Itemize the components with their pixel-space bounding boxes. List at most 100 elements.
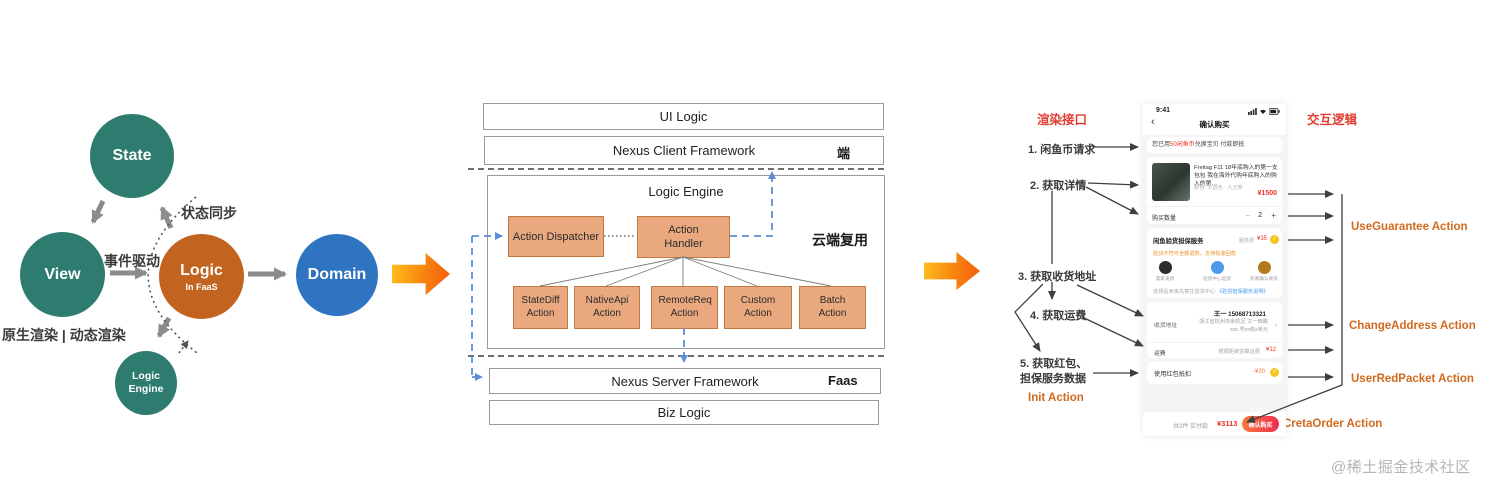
address-card[interactable]: 王一 15068713321 收货地址 浙江省杭州市余杭区 文一西路xxx 号x…	[1147, 302, 1282, 358]
signal-icon	[1248, 108, 1257, 115]
status-time: 9:41	[1156, 107, 1171, 114]
quantity-value: 2	[1258, 212, 1262, 219]
quantity-plus-button[interactable]: +	[1271, 211, 1276, 220]
render-interface-title: 渲染接口	[1037, 113, 1088, 127]
page-title: 确认购买	[1199, 120, 1230, 129]
step-3-get-address: 3. 获取收货地址	[1018, 271, 1097, 283]
wifi-icon	[1260, 109, 1266, 114]
logic-engine-title: Logic Engine	[648, 184, 724, 199]
logic-node: Logic In FaaS	[159, 234, 244, 319]
total-count-label: 共2件 实付款	[1173, 424, 1209, 430]
flow-arrow-left-to-middle	[392, 253, 450, 295]
arrow-logic-to-engine	[156, 316, 172, 338]
product-card: Freitag F11 18年底购入的第一支包包 我在海外代购年底购入的购入的第…	[1147, 157, 1282, 224]
redpacket-amount: -¥20	[1252, 369, 1265, 375]
remotereq-action-label: RemoteReq Action	[658, 295, 712, 319]
notice-highlight: 50闲鱼币	[1170, 142, 1195, 148]
remotereq-action-box: RemoteReq Action	[651, 286, 718, 329]
logic-node-sublabel: In FaaS	[185, 281, 218, 292]
confirm-buy-button[interactable]: 确认购买	[1242, 416, 1279, 432]
guarantee-step-label: 卖家发货	[1155, 276, 1175, 281]
product-price: ¥1500	[1257, 190, 1277, 197]
action-handler-label: Action Handler	[664, 223, 703, 250]
logic-engine-node-label: Logic Engine	[128, 369, 164, 395]
action-dispatcher-box: Action Dispatcher	[508, 216, 604, 257]
guarantee-step-label: 验货中心验货	[1202, 276, 1232, 281]
shipping-row: 运费 根据距离估算运费 ¥12	[1147, 342, 1282, 359]
notice-suffix: 兑换宝贝 付款即抵	[1194, 142, 1245, 148]
cretaorder-action-label: CretaOrder Action	[1283, 418, 1383, 430]
address-name-phone: 王一 15068713321	[1214, 311, 1266, 318]
line-step2-to-product	[1087, 180, 1139, 189]
buyer-confirm-icon	[1257, 261, 1271, 274]
userredpacket-action-label: UserRedPacket Action	[1351, 373, 1474, 385]
client-framework-label: Nexus Client Framework	[612, 143, 756, 158]
redpacket-card: 使用红包抵扣 -¥20 ✓	[1147, 362, 1282, 384]
action-dispatcher-label: Action Dispatcher	[512, 230, 600, 243]
guarantee-title: 闲鱼验货担保服务	[1153, 238, 1204, 245]
state-node: State	[90, 114, 174, 198]
custom-action-box: Custom Action	[724, 286, 792, 329]
guarantee-service-link[interactable]: 《验货担保服务说明》	[1216, 289, 1269, 295]
status-icons	[1248, 108, 1280, 115]
guarantee-step-label: 买家确认收货	[1249, 276, 1279, 281]
action-handler-box: Action Handler	[637, 216, 730, 258]
interaction-logic-title: 交互逻辑	[1307, 113, 1358, 127]
flow-arrow-middle-to-right	[924, 252, 980, 290]
coin-notice-bar: 您已用50闲鱼币兑换宝贝 付款即抵	[1147, 137, 1282, 153]
view-node: View	[20, 232, 105, 317]
dotted-engine-to-logic-arrow	[178, 340, 189, 354]
line-step3-to-address	[1076, 284, 1144, 317]
guarantee-check-toggle[interactable]: ✓	[1270, 235, 1279, 244]
state-sync-label: 状态同步	[181, 205, 237, 221]
batch-action-label: Batch Action	[818, 295, 847, 319]
shipping-note: 根据距离估算运费	[1218, 349, 1260, 355]
guarantee-note-row: 选择后卖家先寄往验货中心 《验货担保服务说明》	[1153, 288, 1269, 295]
total-price: ¥3113	[1217, 419, 1238, 428]
view-node-label: View	[44, 265, 81, 283]
address-label: 收货地址	[1154, 323, 1178, 329]
address-detail: 浙江省杭州市余杭区 文一西路xxx 号xx栋x单元	[1199, 319, 1268, 333]
guarantee-step-center: 验货中心验货	[1202, 261, 1232, 282]
line-step4-to-shipping	[1081, 316, 1144, 347]
address-chevron-icon[interactable]: ›	[1274, 322, 1277, 329]
statediff-action-box: StateDiff Action	[513, 286, 568, 329]
guarantee-step-buyer: 买家确认收货	[1249, 261, 1279, 282]
product-image	[1152, 163, 1190, 201]
biz-logic-label: Biz Logic	[657, 405, 711, 420]
state-node-label: State	[112, 147, 152, 164]
notice-prefix: 您已用	[1152, 142, 1171, 148]
battery-icon	[1269, 108, 1280, 115]
domain-node-label: Domain	[307, 266, 367, 283]
arrow-state-to-view	[90, 199, 106, 224]
step-4-get-shipping: 4. 获取运费	[1030, 310, 1087, 322]
quantity-row: 购买数量 − 2 +	[1147, 206, 1282, 225]
server-framework-box: Nexus Server Framework Faas	[489, 368, 881, 394]
render-modes-label: 原生渲染 | 动态渲染	[2, 327, 126, 343]
guarantee-fee: ¥35	[1256, 236, 1267, 242]
domain-node: Domain	[296, 234, 378, 316]
event-driven-label: 事件驱动	[104, 253, 160, 269]
watermark: @稀土掘金技术社区	[1331, 459, 1471, 476]
checkout-footer: 共2件 实付款 ¥3113 确认购买	[1143, 412, 1286, 436]
redpacket-check-toggle[interactable]: ✓	[1270, 368, 1279, 377]
client-framework-box: Nexus Client Framework 端	[484, 136, 884, 165]
nativeapi-action-label: NativeApi Action	[585, 295, 629, 319]
quantity-minus-button[interactable]: −	[1245, 211, 1250, 220]
quantity-label: 购买数量	[1152, 216, 1177, 222]
custom-action-label: Custom Action	[740, 295, 776, 319]
batch-action-box: Batch Action	[799, 286, 866, 329]
line-step2-to-quantity	[1085, 186, 1139, 215]
server-framework-label: Nexus Server Framework	[611, 373, 759, 389]
guarantee-note: 选择后卖家先寄往验货中心	[1153, 289, 1217, 295]
cloud-reuse-label: 云端复用	[812, 232, 868, 248]
inspect-center-icon	[1210, 261, 1224, 274]
ui-logic-label: UI Logic	[659, 109, 708, 124]
nativeapi-action-box: NativeApi Action	[574, 286, 640, 329]
shipping-fee: ¥12	[1265, 347, 1276, 353]
phone-screenshot: 9:41 ‹ 确认购买 您已用50闲鱼币兑换宝贝 付款即抵 Freitag F1…	[1143, 104, 1286, 436]
guarantee-desc: 验货不符可全额退款，支持极速回款	[1153, 251, 1237, 257]
back-button[interactable]: ‹	[1151, 116, 1155, 128]
guarantee-step-seller: 卖家发货	[1153, 261, 1177, 282]
